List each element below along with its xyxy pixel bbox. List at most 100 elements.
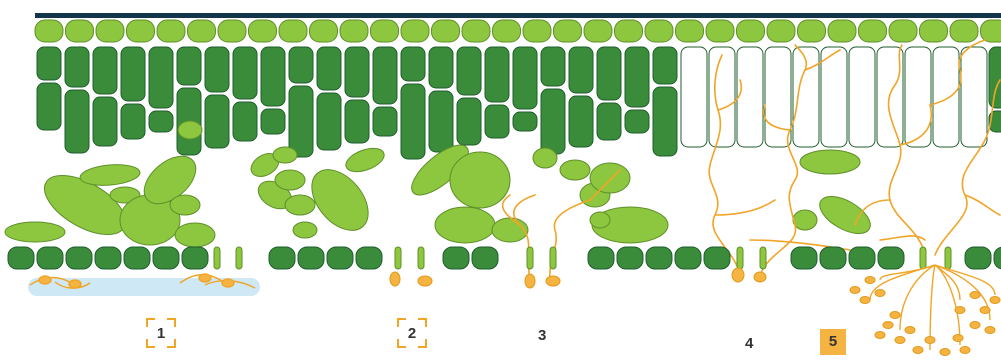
lower-epidermis-cell	[616, 246, 644, 270]
empty-palisade-cell	[904, 46, 932, 148]
palisade-cell	[652, 46, 678, 85]
sporangium	[989, 296, 1001, 304]
palisade-cell	[316, 92, 342, 151]
palisade-cell	[64, 89, 90, 154]
palisade-cell	[288, 46, 314, 84]
sporangiophore	[899, 264, 936, 331]
epidermis-cell	[614, 19, 643, 43]
stage-5-label: 5	[820, 329, 846, 355]
palisade-cell	[428, 46, 454, 89]
palisade-cell	[204, 46, 230, 93]
sporangium	[904, 326, 916, 334]
epidermis-cell	[309, 19, 338, 43]
empty-palisade-cell	[708, 46, 736, 148]
lower-epidermis	[7, 246, 1001, 270]
guard-cell	[549, 246, 557, 270]
sporangium	[939, 348, 951, 356]
palisade-cell	[288, 85, 314, 158]
mesophyll-cell	[532, 147, 558, 169]
epidermis-cell	[65, 19, 94, 43]
stage-1-number: 1	[156, 325, 166, 342]
lower-epidermis-cell	[355, 246, 383, 270]
guard-cell	[736, 246, 744, 270]
epidermis-cell	[980, 19, 1001, 43]
mesophyll-cell	[174, 222, 216, 248]
mesophyll-cell	[292, 221, 318, 239]
lower-epidermis-cell	[471, 246, 499, 270]
mesophyll-cell	[449, 151, 511, 209]
mesophyll-cell	[109, 186, 141, 204]
epidermis-cell	[797, 19, 826, 43]
stage-5-number: 5	[828, 333, 838, 350]
lower-epidermis-cell	[7, 246, 35, 270]
epidermis-cell	[919, 19, 948, 43]
sporangiophore	[934, 264, 996, 296]
palisade-cell	[372, 106, 398, 137]
palisade-cell	[120, 103, 146, 140]
palisade-cell	[652, 86, 678, 157]
epidermis-cell	[858, 19, 887, 43]
mesophyll-cell	[143, 155, 197, 205]
germinating-spores	[29, 273, 256, 289]
water-film	[28, 278, 260, 296]
sporangium	[912, 346, 924, 354]
guard-cell	[417, 246, 425, 270]
epidermis-cell	[553, 19, 582, 43]
stage-2-label: 2	[397, 318, 427, 348]
stage-3-label: 3	[538, 327, 547, 344]
empty-palisade-cell	[820, 46, 848, 148]
lower-epidermis-cell	[152, 246, 180, 270]
lower-epidermis-cell	[65, 246, 93, 270]
mesophyll-cell	[792, 209, 818, 231]
upper-epidermis	[34, 19, 1001, 43]
palisade-cell	[540, 46, 566, 87]
guard-cell	[526, 246, 534, 270]
empty-palisade-cell	[848, 46, 876, 148]
palisade-cell	[232, 46, 258, 100]
epidermis-cell	[522, 19, 552, 43]
palisade-cell	[120, 46, 146, 102]
empty-palisade-cell	[736, 46, 764, 148]
palisade-cell	[148, 110, 174, 133]
sporangium	[984, 326, 996, 334]
spongy-mesophyll	[4, 120, 871, 248]
epidermis-cell	[644, 19, 674, 43]
epidermis-cell	[675, 19, 704, 43]
stage-4-label: 4	[745, 335, 754, 352]
stage-1-label: 1	[146, 318, 176, 348]
lower-epidermis-cell	[819, 246, 847, 270]
sporangiophore	[934, 264, 961, 346]
lower-epidermis-cell	[123, 246, 151, 270]
palisade-cell	[456, 46, 482, 96]
sporangium	[969, 321, 981, 329]
sporangium	[959, 346, 971, 354]
stoma-spores	[389, 267, 767, 289]
palisade-cell	[344, 99, 370, 144]
mesophyll-cell	[589, 162, 631, 194]
epidermis-cell	[126, 19, 155, 43]
lower-epidermis-cell	[703, 246, 731, 270]
epidermis-cell	[217, 19, 247, 43]
epidermis-cell	[95, 19, 125, 43]
palisade-cell	[484, 104, 510, 139]
mesophyll-cell	[434, 206, 496, 244]
epidermis-cell	[461, 19, 491, 43]
lower-epidermis-cell	[587, 246, 615, 270]
palisade-cell	[344, 46, 370, 98]
sporangium	[864, 276, 876, 284]
mesophyll-cell	[79, 164, 141, 186]
sporangium	[889, 311, 901, 319]
empty-palisade-cell	[960, 46, 988, 148]
sporangiophore	[879, 264, 936, 281]
palisade-cell	[624, 46, 650, 108]
epidermis-cell	[187, 19, 216, 43]
mesophyll-cell	[411, 144, 469, 196]
epidermis-cell	[827, 19, 857, 43]
palisade-cell	[428, 90, 454, 153]
epidermis-cell	[400, 19, 430, 43]
mesophyll-cell	[589, 211, 611, 229]
palisade-cell	[204, 94, 230, 149]
palisade-cell	[400, 46, 426, 82]
epidermis-cell	[766, 19, 796, 43]
